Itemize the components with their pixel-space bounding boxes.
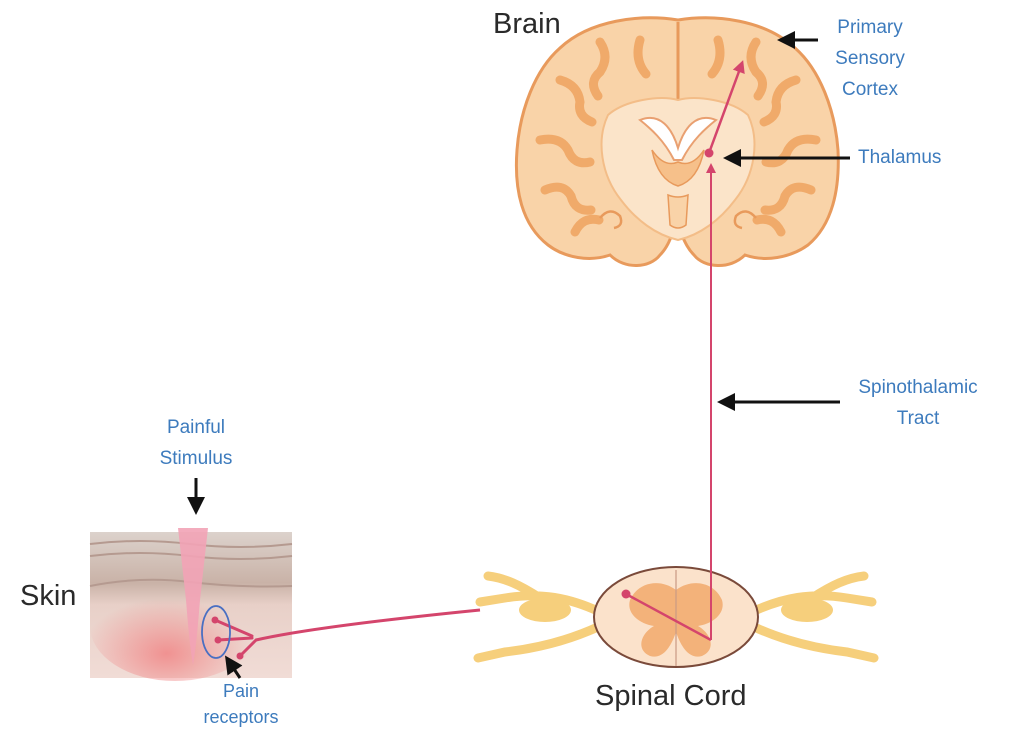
label-line: receptors: [196, 704, 286, 730]
brain-illustration: [516, 18, 838, 266]
thalamus-label: Thalamus: [858, 142, 941, 173]
skin-label: Skin: [20, 580, 76, 613]
label-line: Spinothalamic: [838, 372, 998, 403]
receptor-dot: [212, 617, 219, 624]
painful-stimulus-label: Painful Stimulus: [136, 412, 256, 474]
label-line: Cortex: [820, 74, 920, 105]
receptor-dot: [237, 653, 244, 660]
primary-sensory-cortex-label: Primary Sensory Cortex: [820, 12, 920, 105]
label-line: Pain: [196, 678, 286, 704]
skin-inflammation: [90, 571, 260, 681]
spinal-cord-illustration: [478, 567, 874, 667]
pain-receptors-label: Pain receptors: [196, 678, 286, 730]
spinothalamic-tract-label: Spinothalamic Tract: [838, 372, 998, 434]
label-line: Painful: [136, 412, 256, 443]
brain-stem: [668, 195, 688, 228]
label-line: Stimulus: [136, 443, 256, 474]
label-line: Primary: [820, 12, 920, 43]
brain-label: Brain: [493, 8, 561, 41]
receptor-dot: [215, 637, 222, 644]
dorsal-ganglion-left: [519, 598, 571, 622]
dorsal-ganglion-right: [781, 598, 833, 622]
skin-illustration: [90, 528, 292, 681]
label-line: Tract: [838, 403, 998, 434]
spinal-cord-label: Spinal Cord: [595, 680, 747, 713]
label-line: Sensory: [820, 43, 920, 74]
